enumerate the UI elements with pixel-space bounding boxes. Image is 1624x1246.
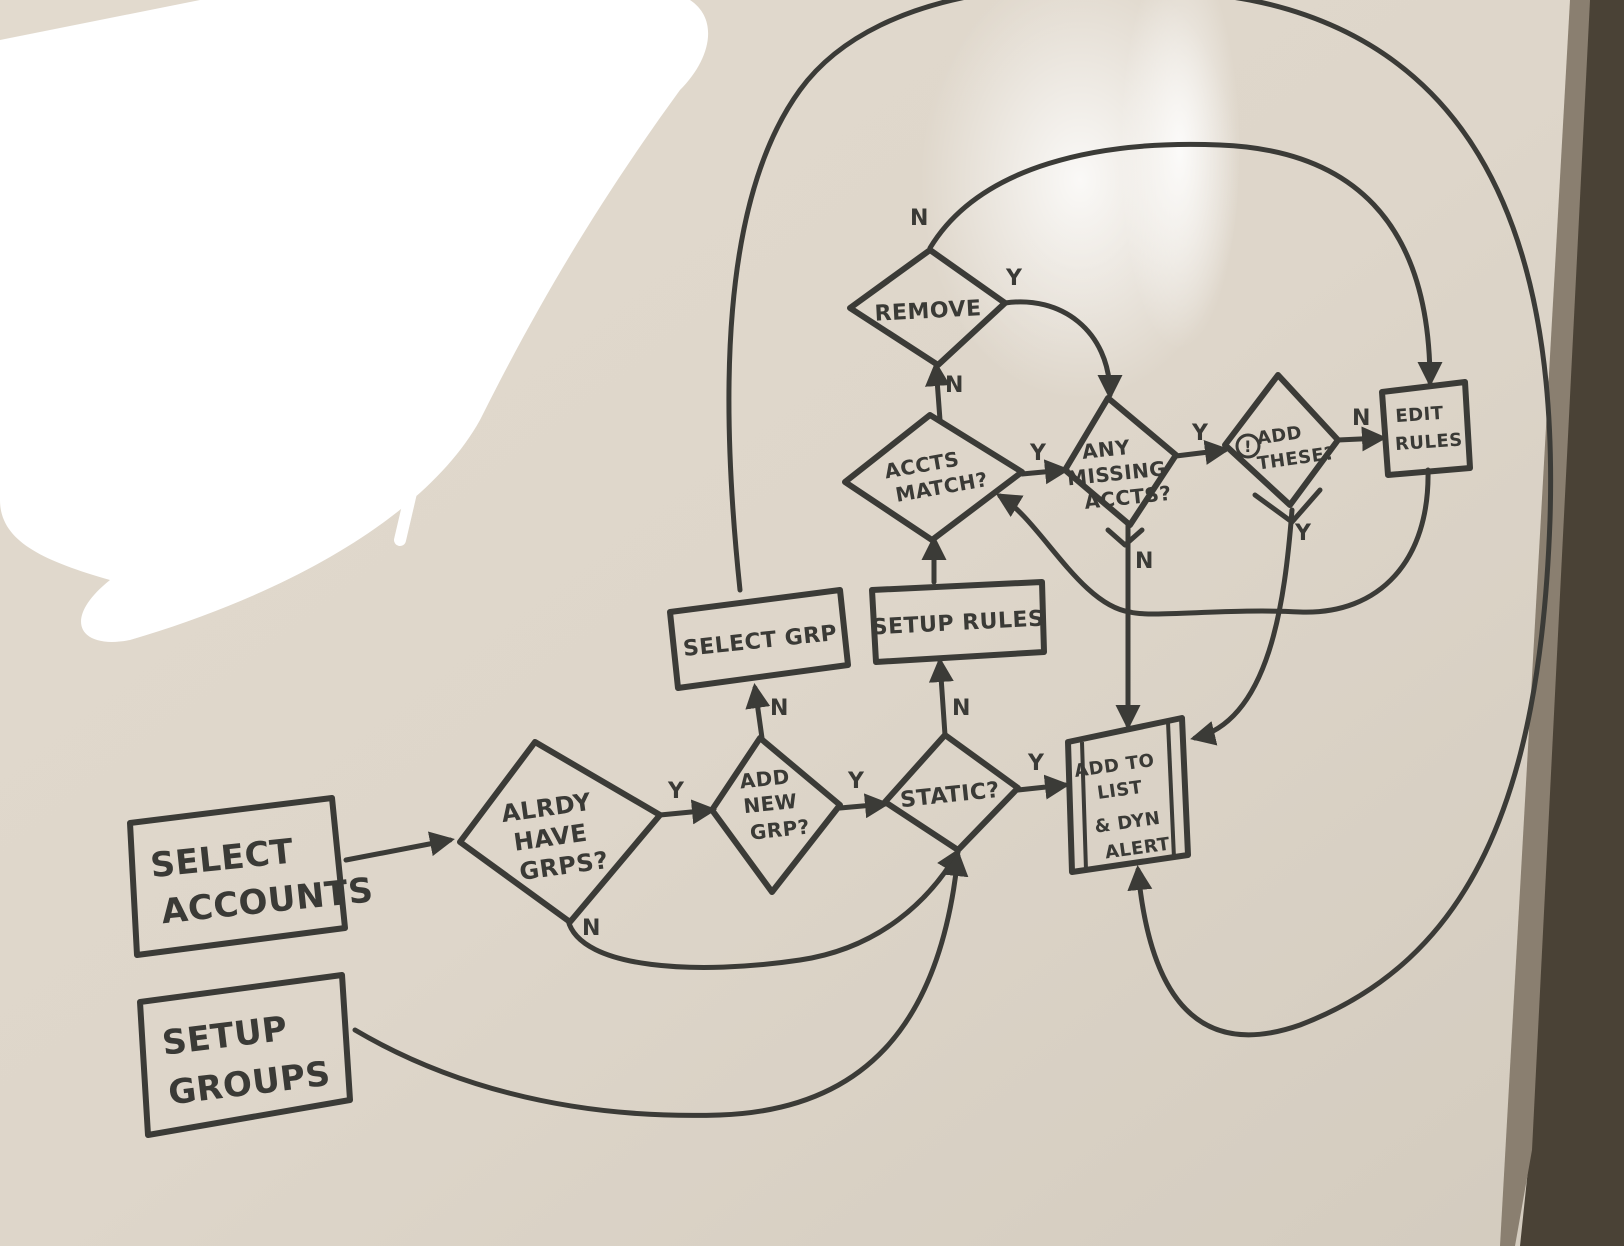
label-missing-yes: Y xyxy=(1191,421,1209,446)
edge-these-yes xyxy=(1190,507,1295,746)
list-bar-right xyxy=(1166,721,1176,859)
node-add-new-grp: ADD NEW GRP? xyxy=(709,735,843,895)
label-addnew-no: N xyxy=(770,696,788,721)
svg-text:ADD NEW GRP?: ADD NEW GRP? xyxy=(739,763,811,845)
edge-static-yes xyxy=(1015,774,1070,800)
node-edit-rules: EDIT RULES xyxy=(1379,379,1473,478)
node-add-to-list: ADD TO LIST & DYN ALERT xyxy=(1065,715,1191,875)
edge-these-no xyxy=(1335,426,1387,452)
edge-selectgrp-loop xyxy=(726,0,1554,1038)
edge-match-no xyxy=(925,361,950,423)
node-alrdy-have-grps: ALRDY HAVE GRPS? xyxy=(457,739,663,925)
branch-mark xyxy=(1252,487,1323,525)
svg-text:EDIT RULES: EDIT RULES xyxy=(1392,402,1463,456)
node-any-missing-accts: ANY MISSING ACCTS? xyxy=(1062,395,1179,528)
edge-match-yes xyxy=(1019,459,1070,485)
node-remove: REMOVE xyxy=(847,247,1008,368)
list-bar-left xyxy=(1080,741,1088,871)
label-these-no: N xyxy=(1352,406,1370,431)
branch-mark xyxy=(1105,527,1145,548)
label-missing-no: N xyxy=(1135,549,1153,574)
edge-groups-to-static xyxy=(352,851,969,1118)
label-alrdy-no: N xyxy=(582,916,600,941)
addnew-line2: NEW xyxy=(742,789,798,819)
edge-remove-no xyxy=(927,141,1443,387)
edge-static-no xyxy=(928,657,954,738)
edit-line1: EDIT xyxy=(1395,403,1445,427)
label-accts-no: N xyxy=(945,373,963,398)
edge-labels: Y N Y N Y N Y N Y N Y N Y N xyxy=(582,206,1370,941)
edge-addnew-yes xyxy=(837,793,890,819)
edge-edit-to-match xyxy=(995,467,1431,617)
light-glare-2 xyxy=(1120,0,1240,350)
label-static-yes: Y xyxy=(1027,751,1045,776)
label-static-no: N xyxy=(952,696,970,721)
edge-missing-yes xyxy=(1173,440,1230,465)
edge-addnew-no xyxy=(745,683,771,741)
label-alrdy-yes: Y xyxy=(667,779,685,804)
connectors xyxy=(343,0,1554,1118)
remove-label: REMOVE xyxy=(874,296,982,327)
edge-alrdy-no xyxy=(565,847,961,970)
svg-text:ANY MISSING ACCTS?: ANY MISSING ACCTS? xyxy=(1063,431,1177,516)
label-remove-no: N xyxy=(910,206,928,231)
missing-line1: ANY xyxy=(1081,435,1131,464)
svg-text:ALRDY HAVE GRPS?: ALRDY HAVE GRPS? xyxy=(500,787,611,888)
label-remove-yes: Y xyxy=(1005,266,1023,291)
alert-icon xyxy=(1235,433,1261,459)
board-frame xyxy=(1520,0,1624,1246)
addnew-line1: ADD xyxy=(739,764,791,793)
label-addnew-yes: Y xyxy=(847,769,865,794)
edge-accounts-to-alrdy xyxy=(343,831,455,863)
edge-alrdy-yes xyxy=(657,799,717,825)
alert-mark: ! xyxy=(1244,437,1252,456)
label-these-yes: Y xyxy=(1294,521,1312,546)
edge-remove-yes xyxy=(1002,299,1123,400)
redaction-scribble xyxy=(0,0,709,642)
label-accts-yes: Y xyxy=(1029,441,1047,466)
edit-line2: RULES xyxy=(1394,429,1463,455)
redaction-stroke xyxy=(394,234,476,546)
